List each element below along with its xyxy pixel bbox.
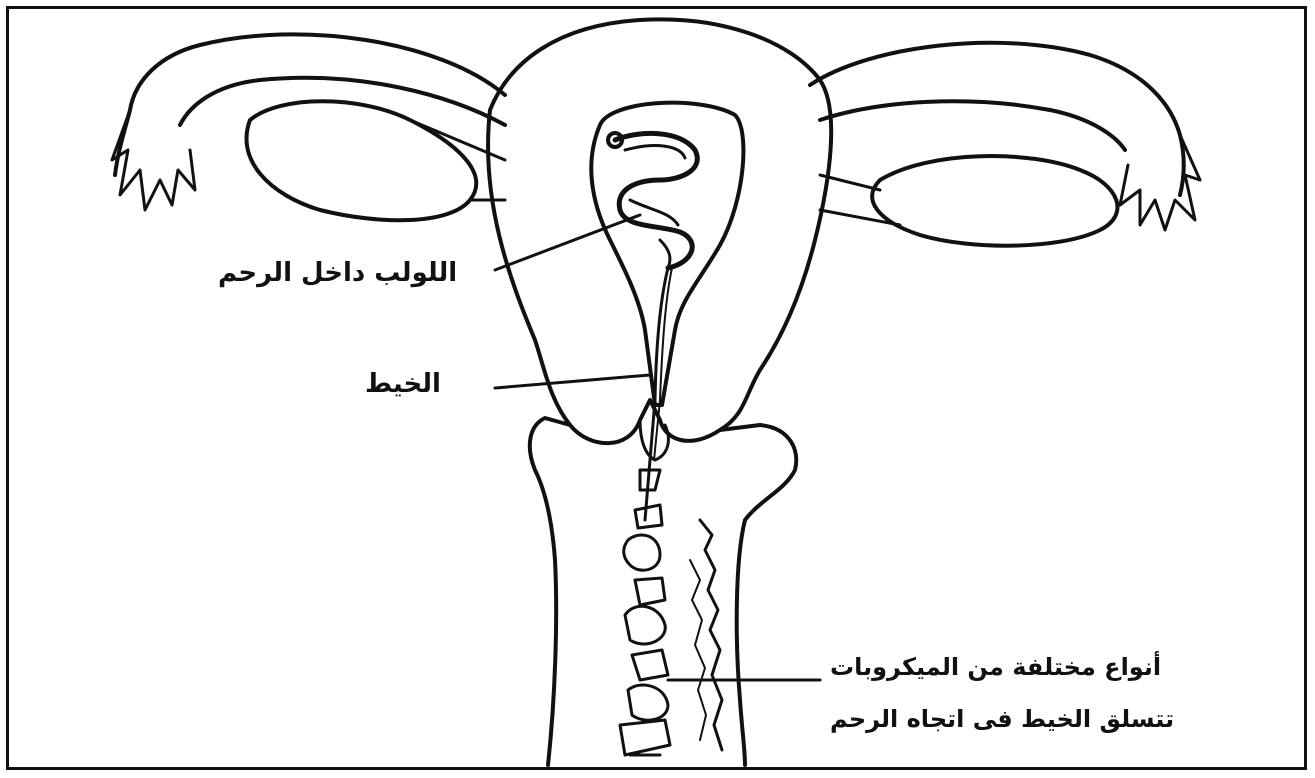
iud-label: اللولب داخل الرحم xyxy=(218,258,457,288)
vaginal-wall-texture xyxy=(700,520,722,750)
right-ovary xyxy=(872,156,1117,246)
thread-leader-line xyxy=(495,375,650,388)
left-fallopian-tube xyxy=(115,34,505,175)
thread-label: الخيط xyxy=(365,369,441,399)
vaginal-wall-texture-2 xyxy=(690,560,706,740)
cervix-right xyxy=(720,425,796,765)
iud-coil xyxy=(615,133,697,268)
right-fimbriae xyxy=(1120,135,1200,230)
left-ovary xyxy=(246,101,476,220)
microbes-label-line1: أنواع مختلفة من الميكروبات xyxy=(830,653,1161,681)
left-fimbriae xyxy=(112,110,195,210)
cervix-left xyxy=(530,418,570,765)
iud-coil-inner xyxy=(625,146,685,268)
iud-leader-line xyxy=(495,215,640,270)
microbes-label-line2: تتسلق الخيط فى اتجاه الرحم xyxy=(830,705,1174,733)
uterus-outer-wall xyxy=(488,19,831,443)
